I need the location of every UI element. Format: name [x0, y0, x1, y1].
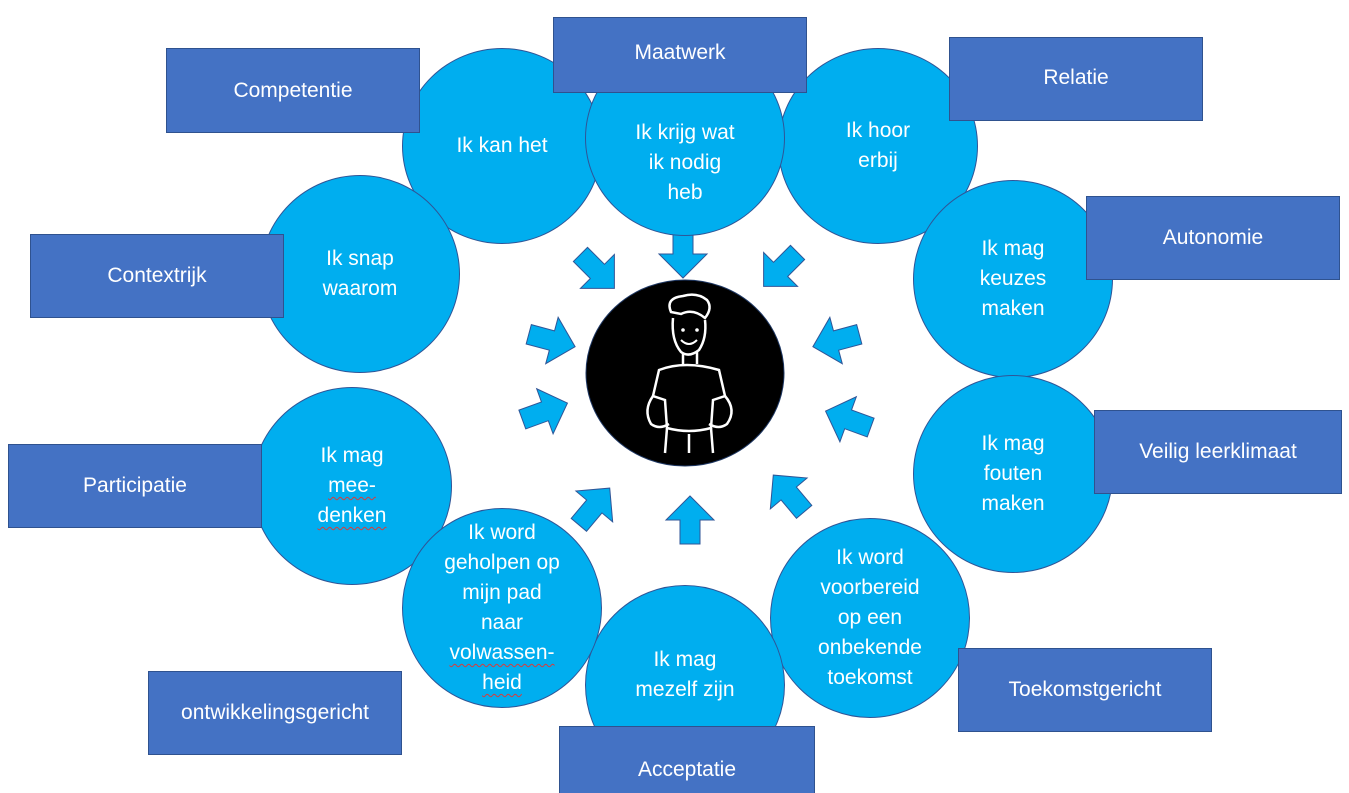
box-maatwerk: Maatwerk — [553, 17, 807, 93]
box-acceptatie-label: Acceptatie — [637, 758, 737, 781]
arrow-left-upper — [522, 310, 582, 371]
box-relatie-label: Relatie — [1043, 66, 1109, 89]
arrow-left-lower — [513, 380, 577, 443]
circle-ik-mag-keuzes: Ik mag keuzes maken — [913, 180, 1113, 378]
arrow-bottom-left — [559, 472, 629, 541]
circle-ik-mag-keuzes-label: Ik mag keuzes maken — [979, 237, 1047, 320]
circle-ik-snap-waarom-label: Ik snap waarom — [322, 247, 398, 300]
circle-geholpen-line2: volwassen- — [449, 641, 555, 664]
box-veilig-leerklimaat: Veilig leerklimaat — [1094, 410, 1342, 494]
circle-meedenken-line3: denken — [317, 504, 387, 527]
box-toekomstgericht-label: Toekomstgericht — [1008, 678, 1162, 701]
arrow-top — [658, 229, 708, 279]
box-acceptatie: Acceptatie — [559, 726, 815, 793]
arrow-right-upper — [806, 310, 866, 371]
box-ontwikkelingsgericht-label: ontwikkelingsgericht — [181, 701, 369, 724]
circle-meedenken-line1: Ik mag — [320, 444, 384, 467]
circle-ik-mag-mezelf-zijn-label: Ik mag mezelf zijn — [635, 648, 735, 701]
box-competentie: Competentie — [166, 48, 420, 133]
box-contextrijk-label: Contextrijk — [107, 264, 207, 287]
arrow-right-lower — [816, 388, 880, 451]
arrow-bottom — [665, 495, 715, 545]
circle-ik-snap-waarom: Ik snap waarom — [260, 175, 460, 373]
box-participatie-label: Participatie — [83, 474, 187, 497]
circle-ik-kan-het-label: Ik kan het — [456, 134, 548, 157]
box-participatie: Participatie — [8, 444, 262, 528]
box-autonomie: Autonomie — [1086, 196, 1340, 280]
person-icon — [585, 279, 785, 467]
box-ontwikkelingsgericht: ontwikkelingsgericht — [148, 671, 402, 755]
circle-ik-word-geholpen: Ik word geholpen op mijn pad naar volwas… — [402, 508, 602, 708]
box-competentie-label: Competentie — [233, 78, 353, 102]
circle-ik-mag-fouten-label: Ik mag fouten maken — [981, 432, 1045, 515]
circle-ik-word-voorbereid: Ik word voorbereid op een onbekende toek… — [770, 518, 970, 718]
arrow-bottom-right — [754, 459, 824, 528]
circle-ik-hoor-erbij-label: Ik hoor erbij — [845, 119, 911, 172]
circle-geholpen-line3: heid — [482, 671, 522, 694]
box-maatwerk-label: Maatwerk — [634, 41, 726, 64]
circle-geholpen-line1: Ik word geholpen op mijn pad naar — [444, 521, 560, 634]
circle-meedenken-line2: mee- — [328, 474, 376, 497]
circle-ik-word-voorbereid-label: Ik word voorbereid op een onbekende toek… — [818, 546, 922, 689]
circle-ik-krijg-wat-label: Ik krijg wat ik nodig heb — [635, 121, 735, 204]
box-toekomstgericht: Toekomstgericht — [958, 648, 1212, 732]
box-contextrijk: Contextrijk — [30, 234, 284, 318]
circle-ik-mag-fouten: Ik mag fouten maken — [913, 375, 1113, 573]
circle-ik-mag-meedenken: Ik mag mee- denken — [252, 387, 452, 585]
box-autonomie-label: Autonomie — [1162, 226, 1264, 249]
box-veilig-leerklimaat-label: Veilig leerklimaat — [1139, 440, 1297, 463]
box-relatie: Relatie — [949, 37, 1203, 121]
